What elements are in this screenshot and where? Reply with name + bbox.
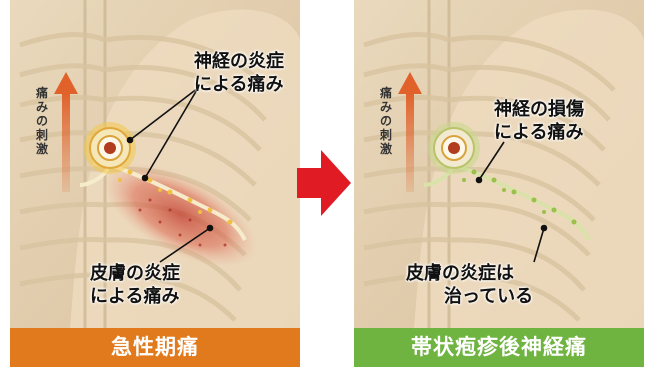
skin-healed-callout: 皮膚の炎症は 治っている (406, 262, 533, 308)
pain-stimulus-label: 痛みの刺激 (378, 86, 394, 156)
callout-line: による痛み (494, 121, 584, 144)
callout-line: 神経の損傷 (494, 98, 584, 121)
nerve-damage-callout: 神経の損傷 による痛み (494, 98, 584, 144)
callout-line: による痛み (90, 285, 180, 308)
acute-pain-caption: 急性期痛 (10, 328, 300, 367)
callout-line: 治っている (406, 285, 533, 308)
postherpetic-neuralgia-panel: 痛みの刺激 神経の損傷 による痛み 皮膚の炎症は 治っている 帯状疱疹後神経痛 (354, 0, 644, 367)
dorsal-root-ganglion (428, 122, 480, 174)
callout-line: 皮膚の炎症 (90, 262, 180, 285)
callout-line: 皮膚の炎症は (406, 262, 533, 285)
callout-line: 神経の炎症 (194, 50, 284, 73)
acute-pain-panel: 痛みの刺激 神経の炎症 による痛み 皮膚の炎症 による痛み 急性期痛 (10, 0, 300, 367)
postherpetic-neuralgia-caption: 帯状疱疹後神経痛 (354, 328, 644, 367)
pain-stimulus-label: 痛みの刺激 (34, 86, 50, 156)
callout-line: による痛み (194, 73, 284, 96)
transition-arrow-icon (297, 150, 351, 216)
skin-inflammation-callout: 皮膚の炎症 による痛み (90, 262, 180, 308)
dorsal-root-ganglion (84, 122, 136, 174)
nerve-inflammation-callout: 神経の炎症 による痛み (194, 50, 284, 96)
